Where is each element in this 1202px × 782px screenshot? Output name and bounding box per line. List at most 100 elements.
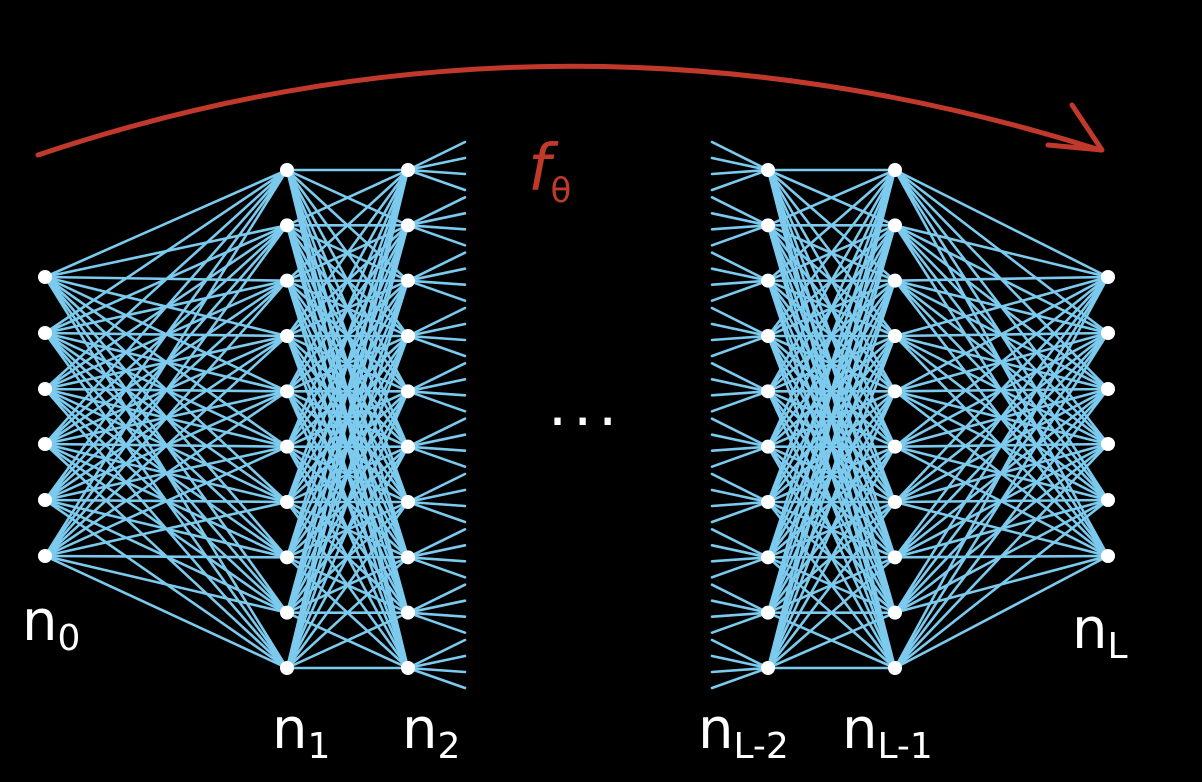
edge: [43, 168, 289, 446]
edge-stub: [406, 472, 467, 504]
nodes: [38, 163, 1115, 675]
edge-stub: [710, 362, 770, 393]
neuron-node: [1101, 382, 1115, 396]
neuron-node: [888, 550, 902, 565]
neuron-node: [280, 661, 294, 675]
edge: [285, 168, 410, 614]
layer-label-subscript: 1: [308, 726, 331, 767]
layer-label: nL-1: [842, 697, 933, 767]
edge-stub: [406, 654, 467, 670]
edge-stub: [406, 433, 467, 448]
layer-label-base: n: [842, 697, 878, 762]
edge-stub: [406, 390, 467, 413]
edge-stub: [406, 224, 467, 231]
edge-stub: [710, 251, 770, 282]
neuron-node: [888, 495, 902, 509]
neuron-node: [761, 550, 775, 565]
edge: [285, 168, 410, 559]
edge-stub: [406, 544, 467, 559]
edge-stub: [710, 224, 770, 247]
edge-stub: [406, 611, 467, 618]
edge: [766, 168, 897, 670]
edge-stub: [406, 212, 467, 227]
layer-label: n1: [272, 697, 330, 767]
layer-label-base: n: [22, 589, 58, 654]
neuron-node: [280, 605, 294, 620]
neuron-node: [1101, 270, 1115, 284]
edge-stub: [406, 251, 467, 282]
edge-stub: [406, 140, 467, 172]
edge: [43, 554, 289, 670]
edge: [43, 390, 289, 558]
neuron-node: [280, 439, 294, 454]
layer-label-base: n: [272, 697, 308, 762]
edge: [766, 279, 897, 670]
edge-stub: [710, 611, 770, 618]
layer-label-subscript: 2: [438, 726, 461, 767]
edge-stub: [710, 500, 770, 508]
neuron-node: [761, 495, 775, 509]
edge: [43, 334, 289, 558]
edge: [285, 556, 410, 670]
neuron-node: [280, 329, 294, 343]
function-theta: θ: [551, 171, 572, 211]
edge-stub: [406, 390, 467, 397]
edge-stub: [406, 500, 467, 508]
edge-stub: [406, 417, 467, 448]
edge-stub: [406, 500, 467, 524]
edge: [43, 554, 289, 614]
neuron-node: [401, 384, 415, 399]
edge-stub: [710, 528, 770, 559]
layer-label: nL-2: [698, 697, 789, 767]
edge-stub: [710, 196, 770, 227]
neuron-node: [1101, 326, 1115, 340]
edge-stub: [406, 611, 467, 634]
edge-stub: [710, 417, 770, 448]
edge: [766, 168, 897, 282]
edge-stub: [710, 390, 770, 413]
edge-stub: [710, 445, 770, 452]
edge-stub: [710, 390, 770, 397]
edge-stub: [406, 488, 467, 504]
edge-stub: [710, 334, 770, 342]
neuron-node: [761, 218, 775, 233]
edge-stub: [406, 556, 467, 579]
neuron-node: [888, 273, 902, 288]
edge: [285, 224, 410, 670]
neuron-node: [38, 270, 52, 284]
edge: [893, 554, 1110, 670]
edge: [43, 554, 289, 559]
edge-stub: [710, 666, 770, 674]
edge: [766, 168, 897, 338]
edge: [285, 279, 410, 670]
edge-stub: [406, 334, 467, 358]
edge-stub: [710, 224, 770, 231]
neuron-node: [888, 218, 902, 233]
neuron-node: [761, 439, 775, 454]
edge-stub: [406, 638, 467, 670]
edge-stub: [406, 583, 467, 614]
edge: [43, 224, 289, 558]
layer-label-base: n: [1072, 597, 1108, 662]
neuron-node: [401, 273, 415, 288]
edge: [285, 168, 410, 393]
edge: [766, 168, 897, 504]
edge-stub: [710, 488, 770, 504]
edge-stub: [710, 378, 770, 393]
edge: [43, 500, 289, 558]
edge-stub: [406, 528, 467, 559]
neuron-node: [401, 495, 415, 509]
edge-stub: [710, 334, 770, 358]
edge-stub: [710, 472, 770, 504]
edge-stub: [406, 334, 467, 342]
edge: [893, 275, 1110, 504]
edges: [43, 140, 1110, 690]
layer-label-base: n: [698, 697, 734, 762]
neuron-node: [280, 384, 294, 399]
edge: [893, 275, 1110, 338]
edge: [893, 498, 1110, 670]
edge-stub: [406, 279, 467, 286]
neuron-node: [280, 550, 294, 565]
layer-label-base: n: [402, 697, 438, 762]
